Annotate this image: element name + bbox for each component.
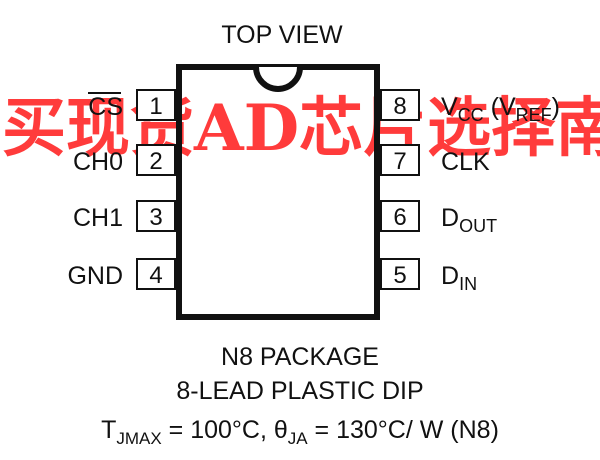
pin-name-8: VCC (VREF): [441, 93, 560, 125]
left-pin-group: 1 CS 2 CH0 3 CH1 4 GND: [67, 89, 176, 290]
pin-name-6: DOUT: [441, 204, 497, 236]
top-view-label: TOP VIEW: [221, 21, 343, 49]
pin-name-4: GND: [67, 262, 123, 290]
pin-box-3: [136, 200, 176, 232]
pin-number-6: 6: [393, 204, 406, 231]
thermal-spec: TJMAX = 100°C, θJA = 130°C/ W (N8): [0, 416, 600, 449]
pin-box-1: [136, 89, 176, 121]
pin-number-8: 8: [393, 93, 406, 120]
watermark: 买现货AD芯片选择南皇电子: [2, 91, 600, 166]
right-pin-group: 8 VCC (VREF) 7 CLK 6 DOUT 5 DIN: [380, 89, 560, 294]
pin-box-8: [380, 89, 420, 121]
pin-number-4: 4: [149, 262, 162, 289]
pin-box-5: [380, 258, 420, 290]
pin-number-2: 2: [149, 148, 162, 175]
pin-name-5: DIN: [441, 262, 477, 294]
tjmax-subscript: JMAX: [116, 429, 162, 448]
pin-box-4: [136, 258, 176, 290]
pin-number-1: 1: [149, 93, 162, 120]
tjmax-symbol: T: [101, 416, 117, 444]
pin-box-2: [136, 144, 176, 176]
tjmax-value: = 100°C, θ: [161, 416, 288, 444]
theta-subscript: JA: [287, 429, 308, 448]
pin-name-1: CS: [88, 93, 123, 121]
pin-number-3: 3: [149, 204, 162, 231]
package-name: N8 PACKAGE: [221, 343, 379, 371]
pin1-notch: [253, 66, 303, 92]
theta-value: = 130°C/ W (N8): [307, 416, 499, 444]
pin-name-3: CH1: [73, 204, 123, 232]
pin-name-2: CH0: [73, 148, 123, 176]
pin-number-7: 7: [393, 148, 406, 175]
package-description: 8-LEAD PLASTIC DIP: [176, 377, 424, 405]
pin-box-6: [380, 200, 420, 232]
pin-number-5: 5: [393, 262, 406, 289]
pin-box-7: [380, 144, 420, 176]
pin-name-7: CLK: [441, 148, 490, 176]
